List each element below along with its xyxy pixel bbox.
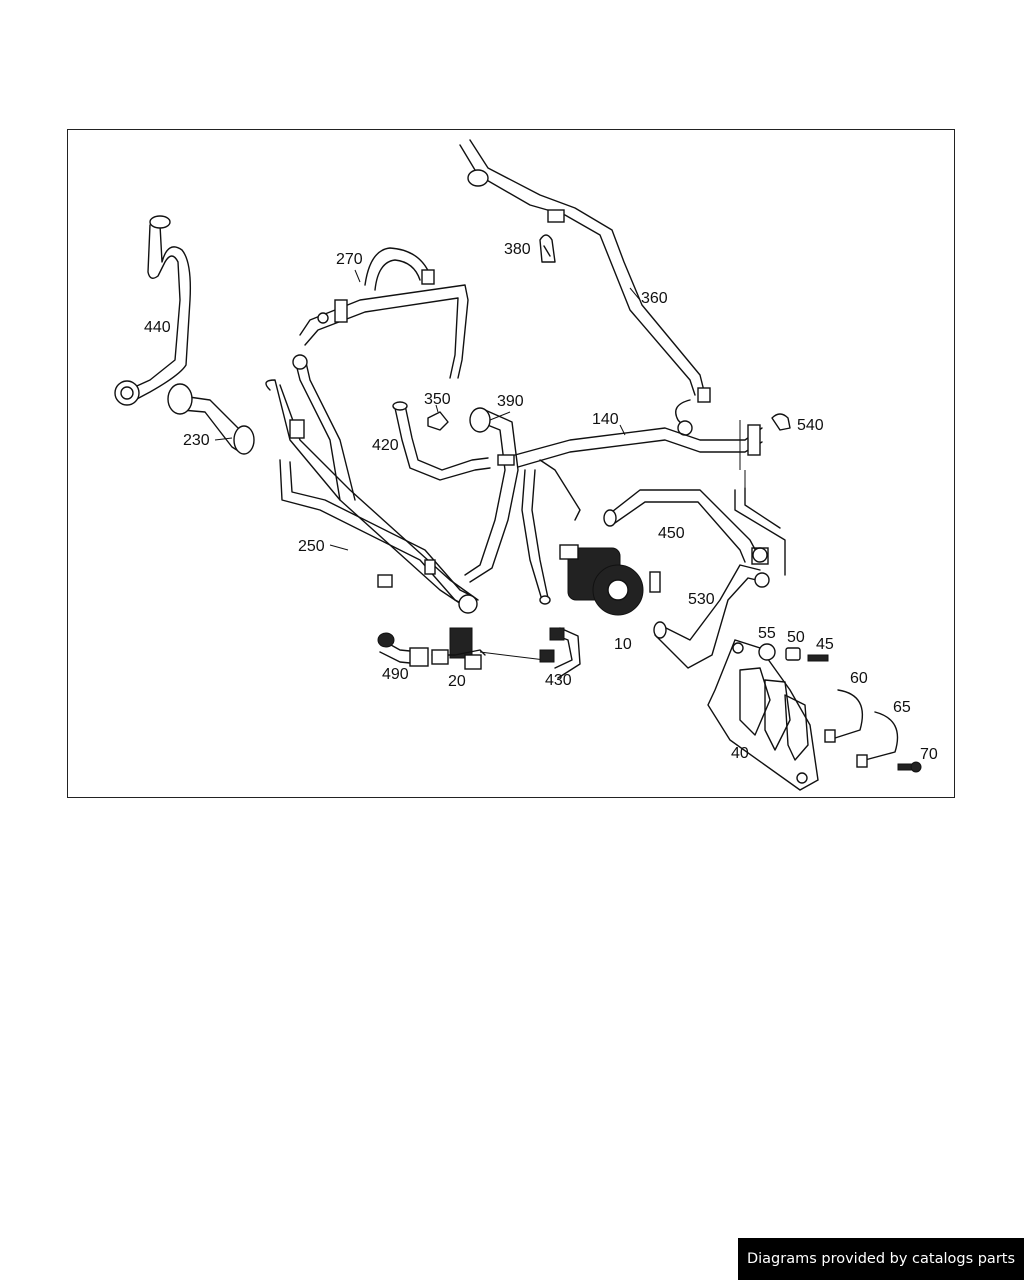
clip-540[interactable] bbox=[771, 413, 791, 431]
label-440: 440 bbox=[144, 319, 171, 336]
label-60: 60 bbox=[850, 670, 868, 687]
hose-530[interactable] bbox=[653, 564, 770, 669]
pipe-270[interactable] bbox=[299, 247, 469, 379]
diagram-frame bbox=[67, 129, 955, 798]
label-270: 270 bbox=[336, 251, 363, 268]
label-55: 55 bbox=[758, 625, 776, 642]
strap-60[interactable] bbox=[824, 689, 864, 743]
label-430: 430 bbox=[545, 672, 572, 689]
clip-380[interactable] bbox=[539, 234, 556, 263]
label-540: 540 bbox=[797, 417, 824, 434]
bracket-40[interactable] bbox=[707, 639, 819, 791]
pipe-140[interactable] bbox=[514, 420, 786, 576]
label-65: 65 bbox=[893, 699, 911, 716]
label-360: 360 bbox=[641, 290, 668, 307]
label-230: 230 bbox=[183, 432, 210, 449]
hose-420[interactable] bbox=[392, 401, 491, 481]
hose-450[interactable] bbox=[603, 489, 769, 565]
hose-440[interactable] bbox=[114, 215, 192, 406]
hose-230[interactable] bbox=[167, 383, 255, 455]
part-50[interactable] bbox=[785, 647, 801, 661]
label-10: 10 bbox=[614, 636, 632, 653]
pump-10[interactable] bbox=[521, 469, 661, 616]
hose-490[interactable] bbox=[377, 632, 429, 667]
label-70: 70 bbox=[920, 746, 938, 763]
label-40: 40 bbox=[731, 745, 749, 762]
bolt-70[interactable] bbox=[897, 761, 922, 773]
hose-390[interactable] bbox=[464, 407, 519, 583]
label-250: 250 bbox=[298, 538, 325, 555]
part-55[interactable] bbox=[758, 643, 776, 661]
label-530: 530 bbox=[688, 591, 715, 608]
label-390: 390 bbox=[497, 393, 524, 410]
bolt-45[interactable] bbox=[807, 654, 829, 662]
label-20: 20 bbox=[448, 673, 466, 690]
label-350: 350 bbox=[424, 391, 451, 408]
valve-20[interactable] bbox=[431, 627, 546, 670]
label-450: 450 bbox=[658, 525, 685, 542]
pipe-360[interactable] bbox=[459, 139, 711, 436]
label-45: 45 bbox=[816, 636, 834, 653]
pipe-250[interactable] bbox=[265, 354, 479, 614]
label-140: 140 bbox=[592, 411, 619, 428]
strap-65[interactable] bbox=[856, 711, 899, 768]
hose-430[interactable] bbox=[539, 627, 581, 679]
label-50: 50 bbox=[787, 629, 805, 646]
label-490: 490 bbox=[382, 666, 409, 683]
clip-350[interactable] bbox=[427, 404, 449, 431]
label-420: 420 bbox=[372, 437, 399, 454]
credit-badge: Diagrams provided by catalogs parts bbox=[738, 1238, 1024, 1280]
label-380: 380 bbox=[504, 241, 531, 258]
